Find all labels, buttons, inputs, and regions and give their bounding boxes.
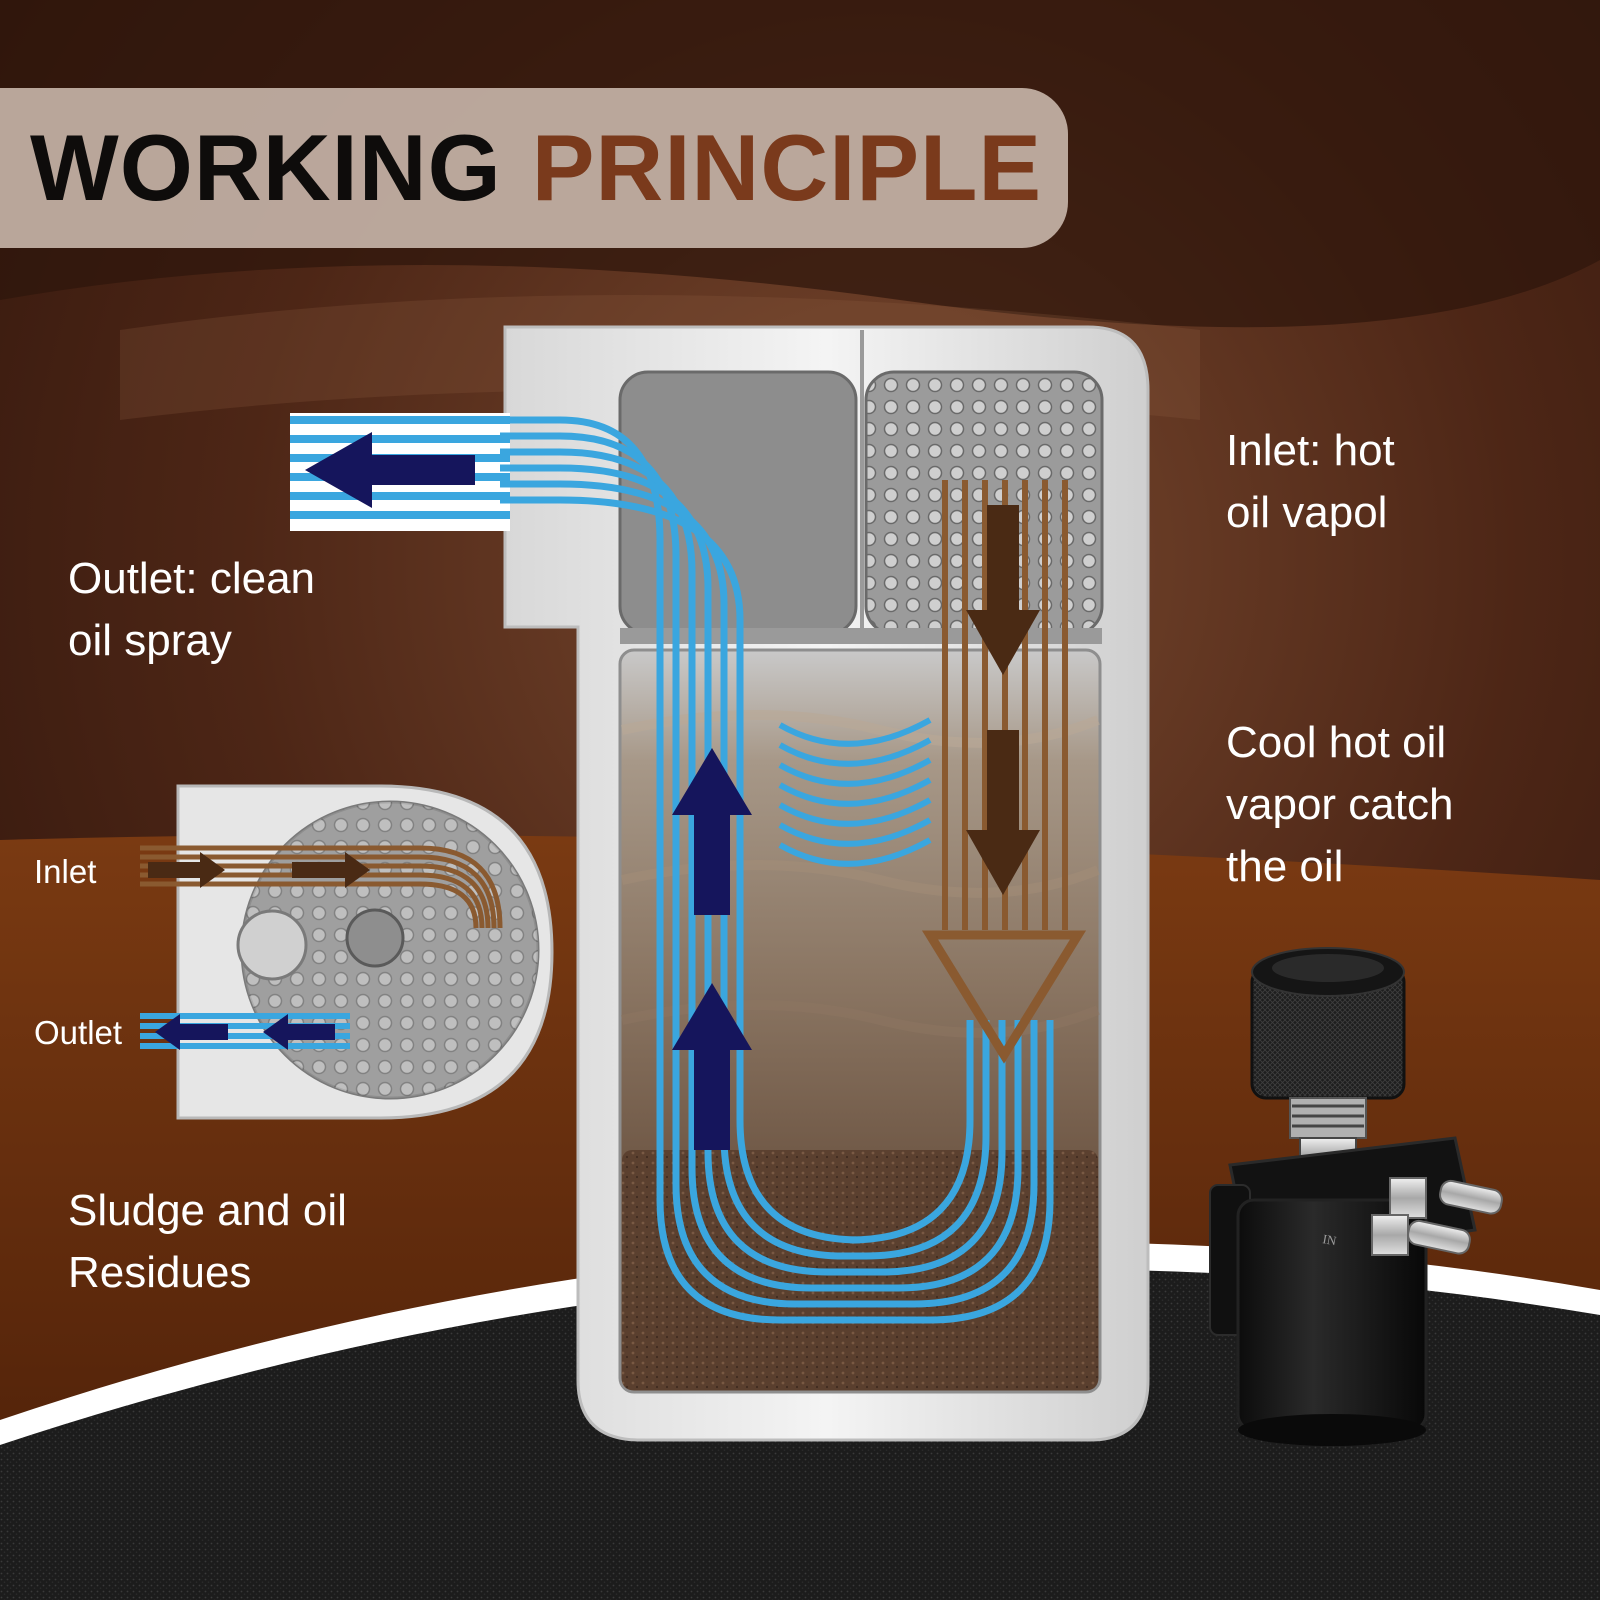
cooling-wave-lines xyxy=(778,717,932,867)
arrow-down-icon xyxy=(966,505,1040,895)
arrow-right-icon xyxy=(148,852,370,888)
label-inlet-hot-oil-vapor: Inlet: hot oil vapol xyxy=(1226,426,1395,537)
label-inset-outlet: Outlet xyxy=(34,1014,123,1051)
arrow-left-icon xyxy=(305,432,475,508)
title-banner: WORKING PRINCIPLE xyxy=(0,88,1068,248)
arrow-up-icon xyxy=(672,748,752,1150)
label-sludge-residues: Sludge and oil Residues xyxy=(68,1186,347,1297)
vapor-descend-arrow-icon xyxy=(921,930,1087,1064)
inset-top-view xyxy=(140,784,554,1120)
title-word-principle: PRINCIPLE xyxy=(531,115,1043,220)
label-outlet-clean-oil-spray: Outlet: clean oil spray xyxy=(68,554,316,665)
label-cool-hot-oil-vapor: Cool hot oil vapor catch the oil xyxy=(1226,718,1454,891)
oil-catch-can-product: IN xyxy=(1209,947,1503,1446)
inset-outlet-arrow-icon xyxy=(155,1014,335,1050)
port-fittings xyxy=(1371,1177,1503,1256)
port-in-marking: IN xyxy=(1321,1231,1338,1248)
clean-flow-lines xyxy=(500,416,1054,1324)
label-inset-inlet: Inlet xyxy=(34,853,97,890)
title-word-working: WORKING xyxy=(30,115,502,220)
